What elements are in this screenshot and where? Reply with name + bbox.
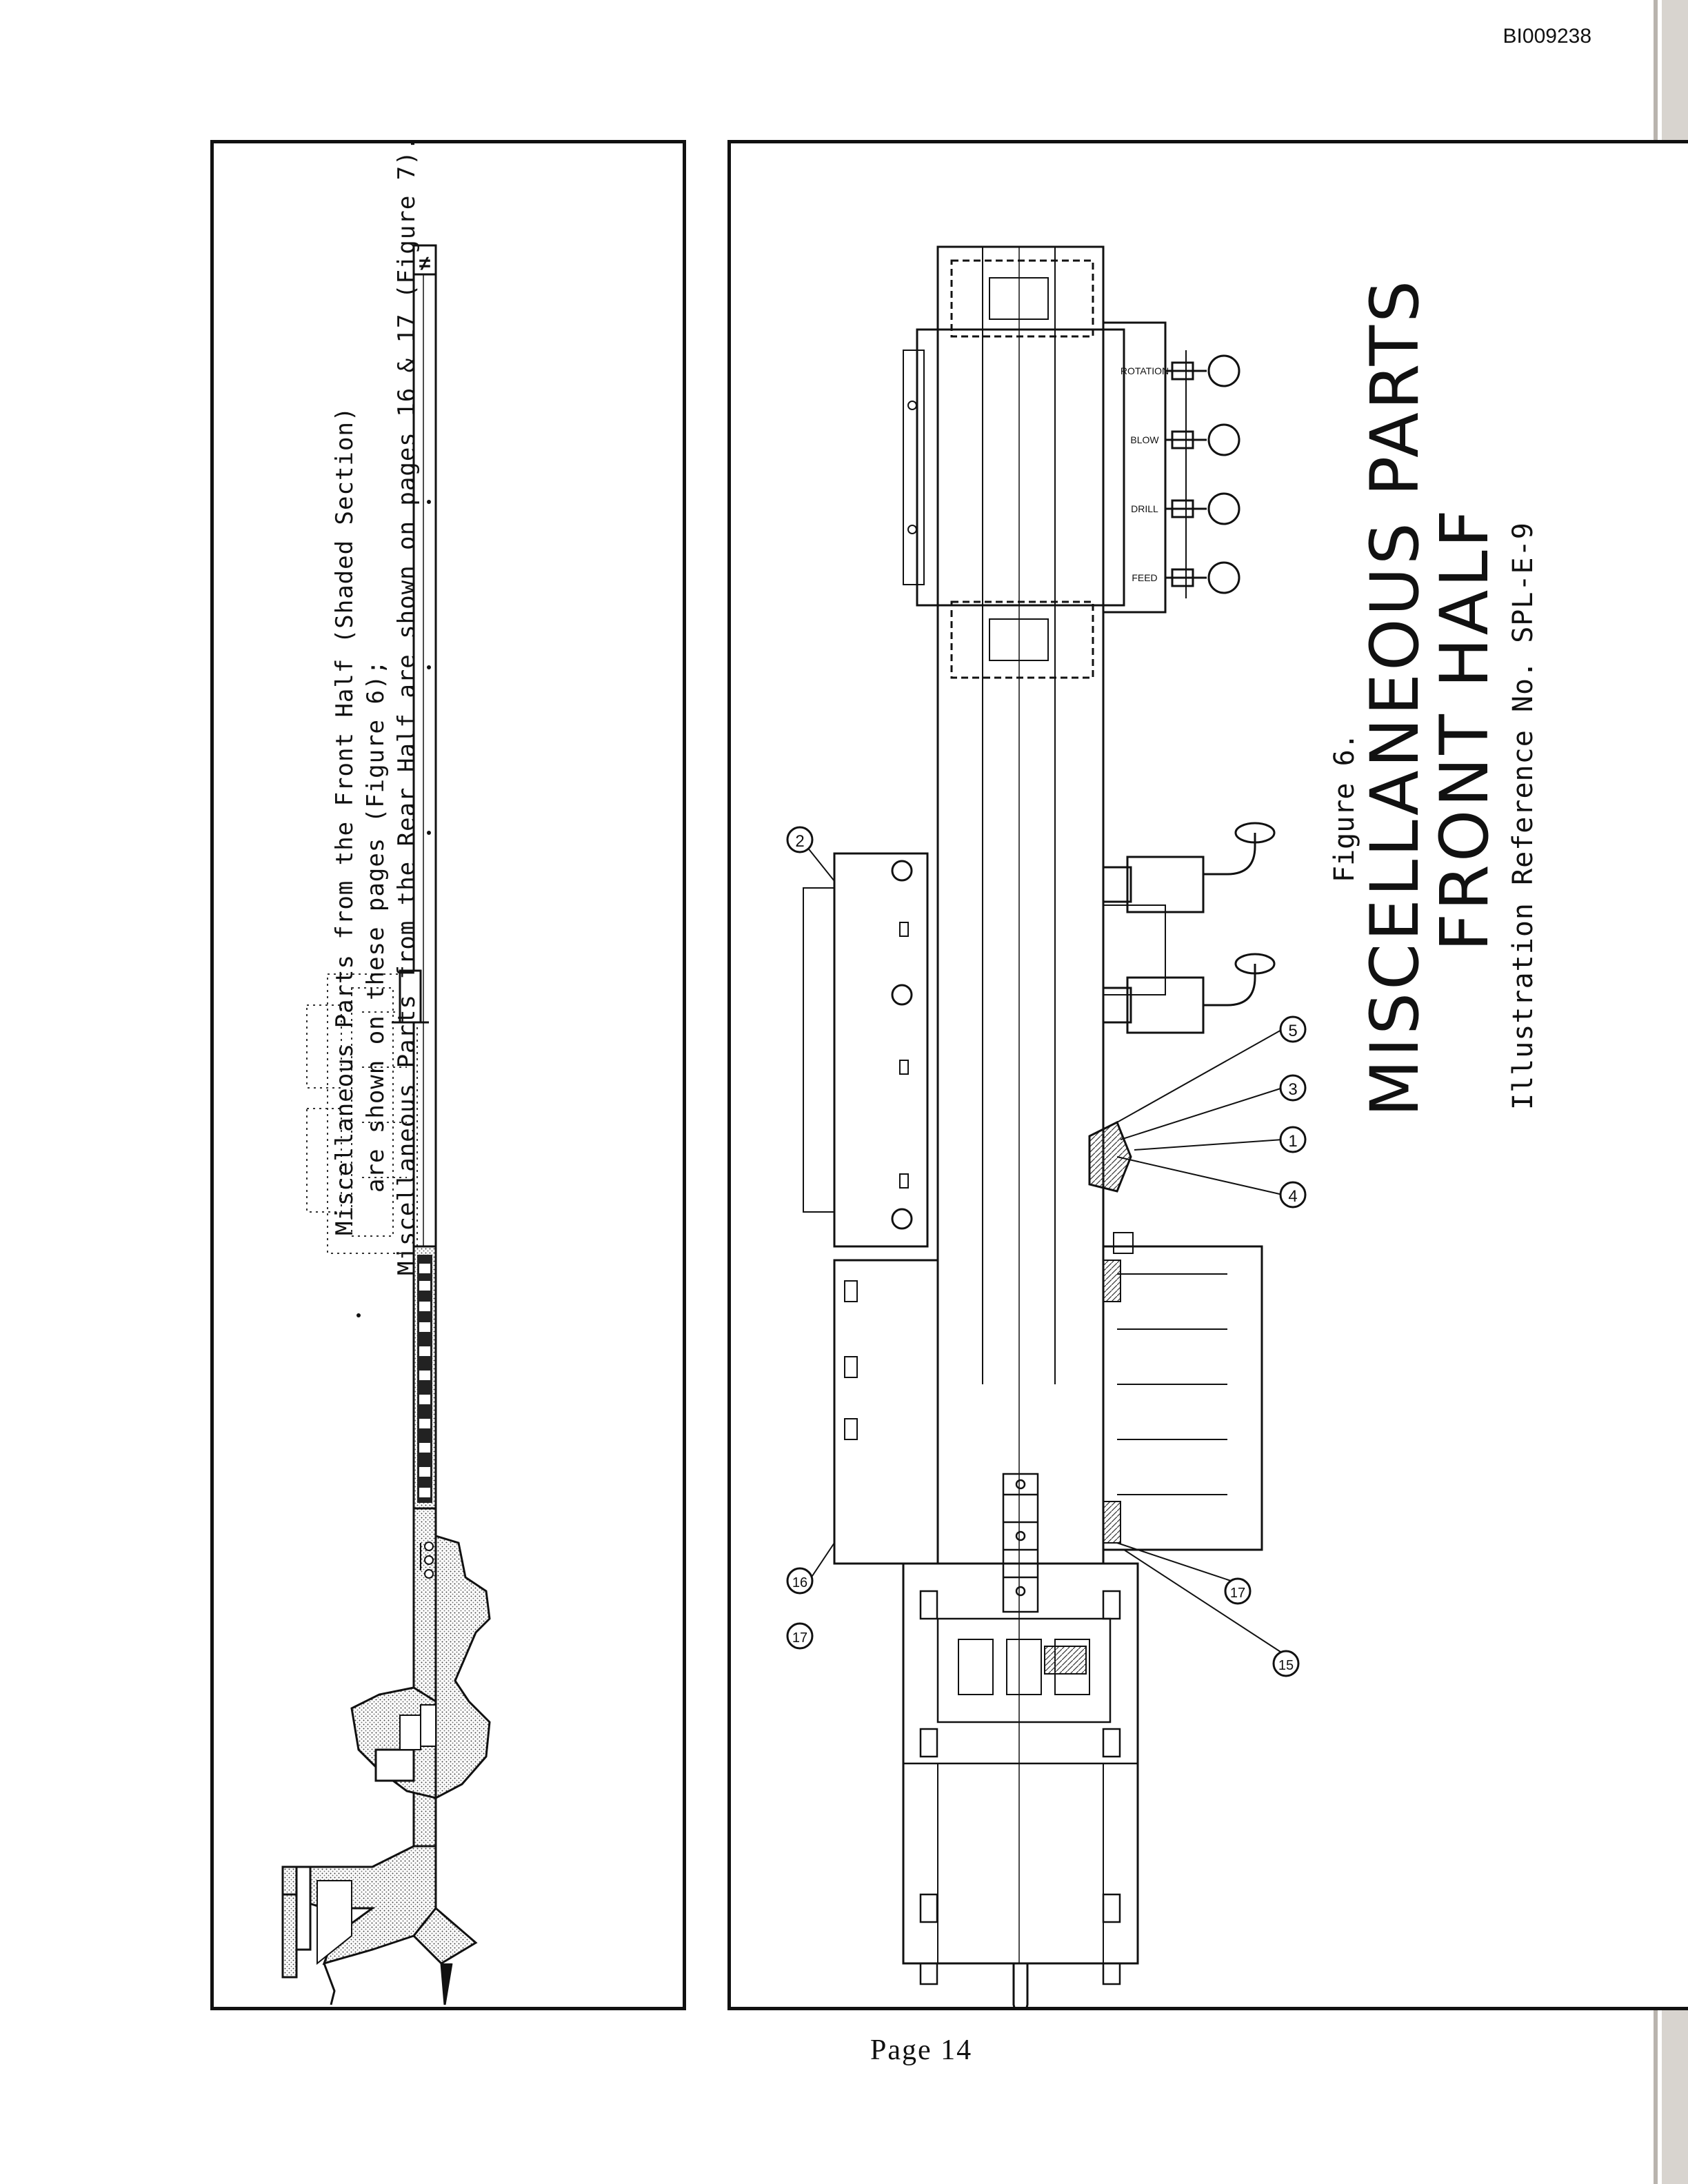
feed-beam-front-shaded [412, 1245, 437, 1917]
control-valve-block [1102, 321, 1167, 614]
valve-label-blow: BLOW [1130, 434, 1159, 445]
feed-beam-rear: ≠ [412, 244, 437, 1250]
rig-overview-drawing: ≠ [281, 244, 491, 2005]
valve-handles [1165, 350, 1240, 598]
rear-bearing-top [950, 259, 1094, 338]
rear-bearing-bottom [950, 600, 1094, 679]
feed-body [936, 245, 1105, 1565]
figure-caption: Figure 6. MISCELLANEOUS PARTS FRONT HALF… [1327, 278, 1545, 1117]
callout-17-right: 17 [1224, 1577, 1252, 1605]
drill-bit [1012, 1962, 1029, 2007]
valve-label-drill: DRILL [1131, 503, 1158, 514]
note-line-1: Miscellaneous Parts from the Front Half … [331, 406, 359, 1235]
svg-text:2: 2 [795, 832, 804, 851]
svg-text:3: 3 [1288, 1080, 1297, 1099]
motor-housing [916, 328, 1125, 607]
svg-text:4: 4 [1288, 1187, 1297, 1206]
callout-4: 5 [1279, 1015, 1307, 1043]
callout-16: 16 [786, 1567, 814, 1595]
leader-lines [806, 846, 1283, 1654]
figure-panel: 2 5 3 1 4 16 17 17 15 ROTATION ROTATION … [727, 140, 1688, 2010]
drive-chain [1002, 1473, 1039, 1613]
stray-dot [356, 1313, 361, 1317]
svg-text:15: 15 [1278, 1658, 1294, 1673]
valve-label-rotation-text: ROTATION [1121, 365, 1169, 376]
callout-15: 15 [1272, 1650, 1300, 1677]
overview-panel: ≠ [210, 140, 686, 2010]
callout-17-left: 17 [786, 1622, 814, 1650]
note-line-2: are shown on these pages (Figure 6); [362, 660, 390, 1193]
front-boom-frame [281, 1845, 478, 2005]
front-half-parts-drawing: 2 5 3 1 4 16 17 17 15 ROTATION ROTATION … [786, 245, 1307, 2007]
valve-label-feed: FEED [1132, 572, 1157, 583]
svg-text:17: 17 [1230, 1586, 1245, 1601]
feed-cradle-bracket [399, 969, 422, 1024]
callout-2: 2 [786, 826, 814, 853]
page-number: Page 14 [870, 2034, 973, 2066]
callout-3: 3 [1279, 1074, 1307, 1102]
front-half-note: Miscellaneous Parts from the Front Half … [330, 136, 423, 1275]
svg-text:16: 16 [792, 1575, 807, 1590]
note-line-3: Miscellaneous Parts from the Rear Half a… [393, 135, 421, 1275]
valve-labels: ROTATION ROTATION BLOW DRILL FEED [1121, 365, 1169, 583]
document-id: BI009238 [1503, 25, 1591, 48]
callout-1: 1 [1279, 1126, 1307, 1153]
figure-title-line-2: FRONT HALF [1426, 506, 1503, 951]
callout-5: 4 [1279, 1181, 1307, 1209]
front-drill-assembly [350, 1534, 491, 1800]
mounting-plate [833, 852, 929, 1248]
hydraulic-fittings [1102, 822, 1276, 1034]
illustration-reference: Illustration Reference No. SPL-E-9 [1507, 522, 1539, 1110]
beam-end-mark: ≠ [419, 252, 431, 275]
chain-guard [1102, 1245, 1263, 1551]
svg-text:1: 1 [1288, 1132, 1297, 1151]
figure-title-line-1: MISCELLANEOUS PARTS [1356, 277, 1434, 1117]
svg-text:5: 5 [1288, 1022, 1297, 1040]
part-callouts: 2 5 3 1 4 16 17 17 15 [786, 826, 1307, 1677]
svg-text:17: 17 [792, 1630, 807, 1646]
